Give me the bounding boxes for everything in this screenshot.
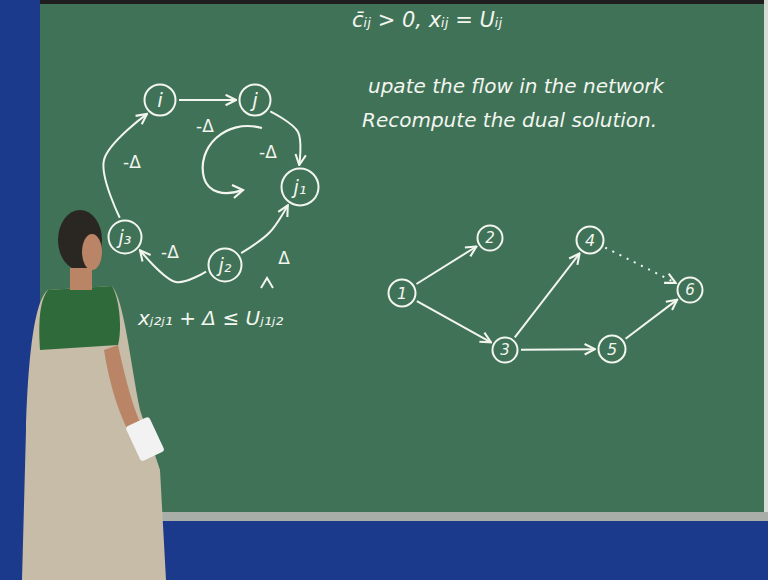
hair — [58, 210, 102, 270]
blouse — [39, 286, 120, 350]
graph-node-circle: 2 — [476, 224, 504, 252]
flow-arrow — [605, 248, 675, 283]
edge-label: -Δ — [257, 143, 279, 162]
flow-arrow — [515, 253, 580, 337]
flow-arrow — [521, 348, 595, 351]
graph-node-circle: 4 — [575, 225, 605, 255]
graph-node-circle: 5 — [597, 334, 627, 364]
edge-label: Δ — [276, 249, 292, 268]
neck — [70, 268, 92, 290]
notebook — [125, 416, 165, 461]
caret-mark — [261, 278, 273, 288]
chalk-note: xⱼ₂ⱼ₁ + Δ ≤ Uⱼ₁ⱼ₂ — [138, 306, 283, 330]
chalk-note: upate the flow in the network — [368, 74, 664, 98]
graph-node-circle: j₁ — [280, 167, 320, 207]
node-label: 3 — [491, 341, 519, 359]
flow-arrow — [241, 205, 288, 253]
board-surface — [40, 0, 766, 514]
flow-arrow — [626, 300, 678, 339]
node-label: 5 — [597, 340, 627, 359]
edge-label: -Δ — [121, 153, 143, 172]
edge-label: -Δ — [159, 243, 181, 262]
board-top-edge — [40, 0, 768, 4]
graph-node-circle: j₂ — [207, 247, 243, 283]
node-label: 4 — [575, 231, 605, 250]
node-label: 1 — [387, 284, 417, 303]
flow-arrow — [417, 301, 491, 342]
flow-arrow — [179, 99, 236, 101]
graph-node-circle: 6 — [676, 276, 704, 304]
node-label: j₂ — [207, 254, 243, 276]
flow-arrow — [416, 246, 476, 284]
chalk-note: Recompute the dual solution. — [362, 108, 657, 132]
saree — [22, 286, 166, 580]
graph-node-circle: i — [143, 83, 177, 117]
node-label: i — [143, 88, 177, 112]
chalk-note: c̄ᵢⱼ > 0, xᵢⱼ = Uᵢⱼ — [352, 8, 502, 32]
node-label: j₁ — [280, 176, 320, 198]
teacher-figure — [22, 210, 166, 580]
cycle-arrowhead — [232, 185, 243, 198]
cycle-direction-arrow — [203, 126, 262, 193]
edge-label: -Δ — [194, 117, 216, 136]
graph-node-circle: j₃ — [107, 219, 143, 255]
graph-node-circle: 3 — [491, 336, 519, 364]
node-label: j₃ — [107, 226, 143, 248]
node-label: 2 — [476, 229, 504, 247]
node-label: 6 — [676, 281, 704, 299]
graph-node-circle: 1 — [387, 278, 417, 308]
flow-arrow — [103, 114, 147, 218]
face — [82, 234, 102, 270]
graph-node-circle: j — [238, 83, 272, 117]
board-right-edge — [764, 0, 768, 520]
node-label: j — [238, 88, 272, 112]
